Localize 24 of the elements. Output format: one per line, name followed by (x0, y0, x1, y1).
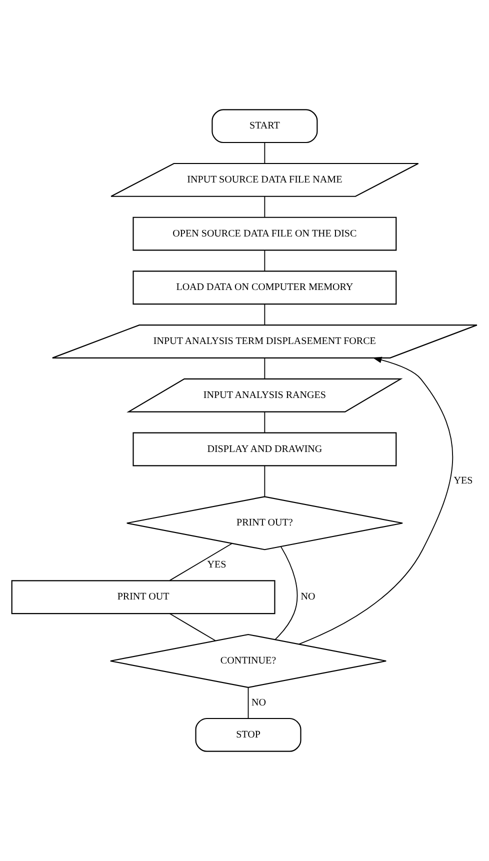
connector (264, 250, 266, 272)
connector (169, 542, 233, 581)
edge-label: NO (300, 592, 316, 603)
connector (264, 142, 266, 164)
connector (248, 687, 249, 719)
edge-label: NO (252, 698, 266, 709)
connector (274, 546, 298, 640)
node-box: OPEN SOURCE DATA FILE ON THE DISC (132, 216, 397, 251)
node-diamond: PRINT OUT? (126, 496, 404, 550)
connector (264, 358, 266, 380)
edge-label: YES (207, 560, 226, 571)
connector (264, 411, 266, 434)
node-box: PRINT OUT (11, 580, 276, 614)
connector (169, 613, 216, 642)
node-box: DISPLAY AND DRAWING (132, 432, 397, 466)
node-box: LOAD DATA ON COMPUTER MEMORY (132, 270, 397, 305)
node-box: STOP (195, 718, 302, 752)
edge-label: YES (454, 476, 473, 487)
arrow (298, 356, 454, 645)
connector (264, 196, 266, 218)
connector (264, 465, 266, 497)
node-box: START (212, 109, 318, 144)
node-diamond: CONTINUE? (110, 634, 387, 688)
connector (264, 304, 266, 326)
